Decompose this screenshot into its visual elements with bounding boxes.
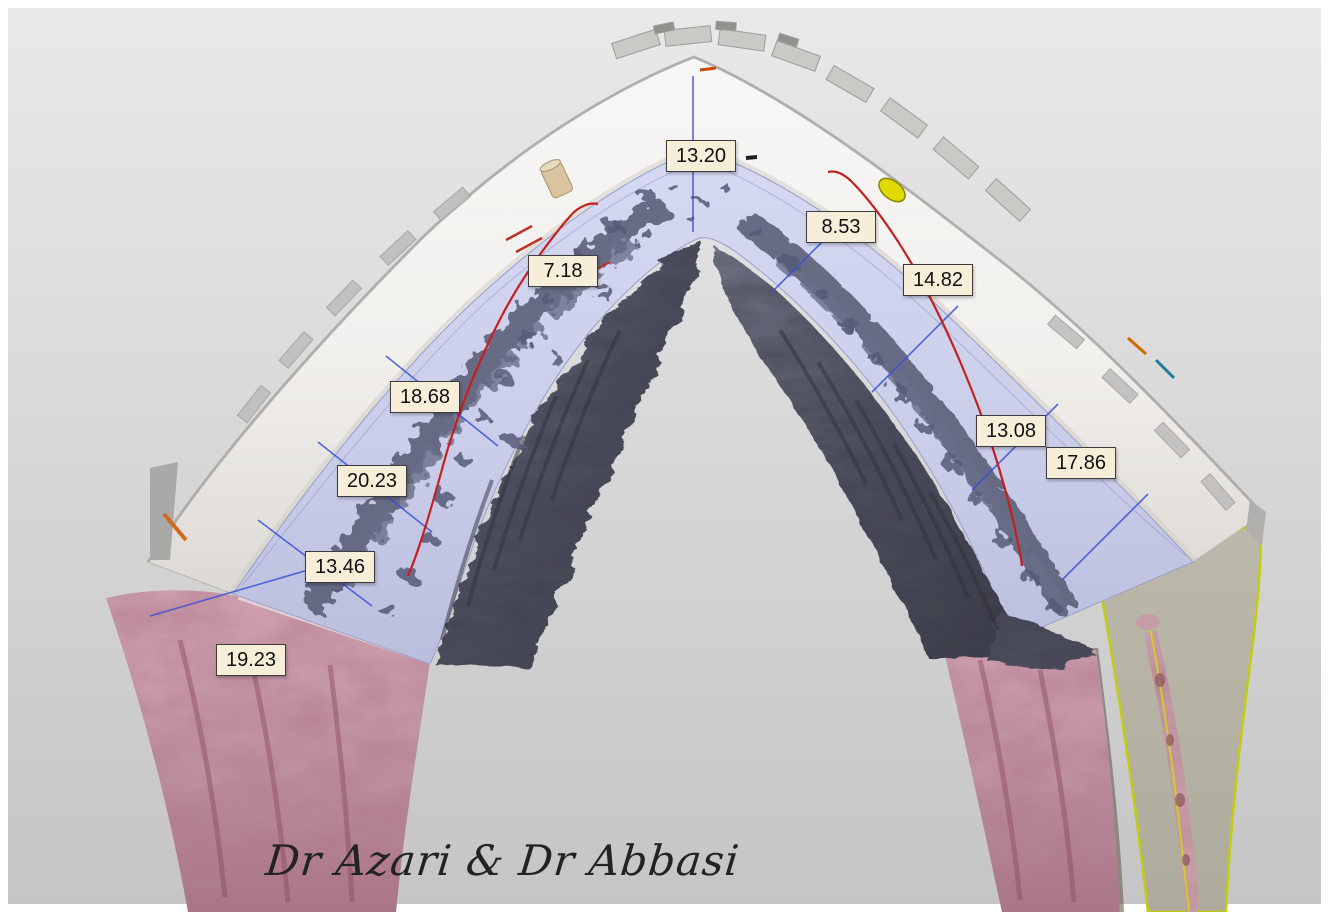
implant-marker-yellow — [878, 177, 906, 203]
measurement-label[interactable]: 7.18 — [528, 255, 598, 287]
measurement-label[interactable]: 20.23 — [337, 465, 408, 497]
left-ramus — [106, 590, 430, 912]
ramus-cross-section-right — [1094, 518, 1262, 912]
measurement-label[interactable]: 19.23 — [216, 644, 287, 676]
measurement-label[interactable]: 13.08 — [976, 415, 1047, 447]
measurement-label[interactable]: 13.20 — [666, 140, 737, 172]
measurement-label[interactable]: 17.86 — [1046, 447, 1117, 479]
implant-marker-beige — [539, 159, 573, 199]
trabecular-wall-left — [434, 240, 700, 668]
measurement-label[interactable]: 18.68 — [390, 381, 461, 413]
doctor-signature-watermark: Dr Azari & Dr Abbasi — [263, 836, 743, 885]
measurement-label[interactable]: 13.46 — [305, 551, 376, 583]
trabecular-wall-right — [712, 244, 1096, 668]
right-ramus — [934, 610, 1120, 912]
nerve-canal-right — [827, 170, 1024, 567]
scan-segments — [611, 20, 1032, 223]
measurement-label[interactable]: 8.53 — [806, 211, 876, 243]
measurement-label[interactable]: 14.82 — [903, 264, 974, 296]
